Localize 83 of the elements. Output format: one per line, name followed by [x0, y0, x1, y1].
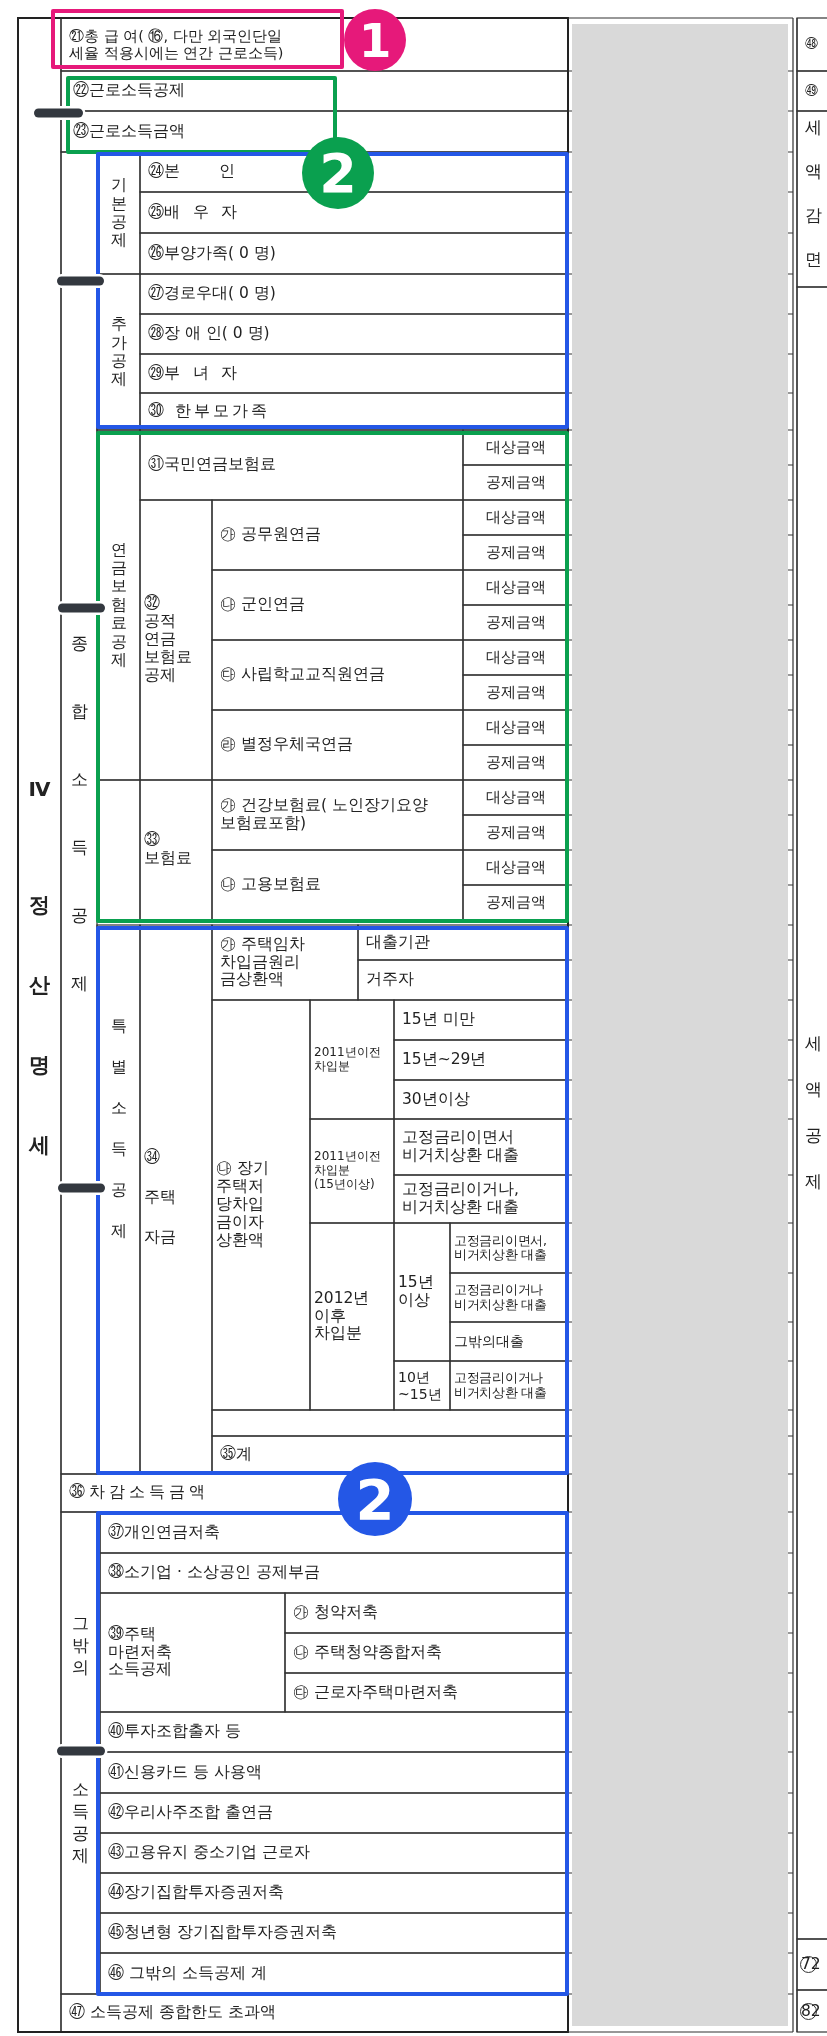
- column-label: 공제금액: [485, 684, 546, 701]
- field-label: ㉒근로소득공제: [73, 82, 185, 100]
- column-label: 대상금액: [485, 439, 546, 456]
- field-label: ㊷우리사주조합 출연금: [108, 1804, 273, 1822]
- section-number: Ⅳ: [28, 777, 51, 801]
- field-label: ㊺청년형 장기집합투자증권저축: [108, 1924, 337, 1942]
- field-label: ㉰ 근로자주택마련저축: [293, 1683, 458, 1702]
- field-label: 30년이상: [402, 1090, 470, 1109]
- field-label: ㊾: [805, 83, 818, 99]
- field-label: ㊽: [805, 37, 818, 52]
- field-label: ㉑총 급 여( ⑯, 다만 외국인단일 세율 적용시에는 연간 근로소득): [69, 27, 285, 62]
- field-label: 고정금리이거나 비거치상환 대출: [454, 1371, 548, 1400]
- field-label: ㊼ 소득공제 종합한도 초과액: [69, 2004, 276, 2022]
- column-label: 공제금액: [485, 894, 546, 911]
- field-label: ㊴주택 마련저축 소득공제: [108, 1625, 173, 1680]
- field-label: ㉯ 주택청약종합저축: [293, 1644, 442, 1662]
- field-label: ㉚ 한부모가족: [148, 402, 270, 421]
- vertical-heading: 종합소득공제: [70, 632, 88, 995]
- field-label: ㉗경로우대( 0 명): [148, 285, 276, 303]
- field-label: 그밖의대출: [454, 1333, 524, 1350]
- vertical-heading: 그 밖의: [72, 1612, 89, 1678]
- callout-number: 2: [355, 1466, 395, 1532]
- field-label: ㊸고용유지 중소기업 근로자: [108, 1844, 310, 1862]
- vertical-heading: 소득공제: [72, 1778, 89, 1866]
- field-label: ㉕배 우 자: [148, 203, 238, 222]
- field-label: 고정금리이면서 비거치상환 대출: [402, 1129, 520, 1165]
- field-label: ㉮ 건강보험료( 노인장기요양 보험료포함): [220, 797, 429, 833]
- vertical-heading: 추가공제: [110, 315, 127, 389]
- field-label: 2011년이전 차입분: [314, 1045, 382, 1074]
- field-label: ㉘장 애 인( 0 명): [148, 325, 270, 343]
- vertical-heading: 세액공제: [805, 1032, 822, 1193]
- field-label: ㊶신용카드 등 사용액: [108, 1763, 262, 1782]
- field-label: 고정금리이거나 비거치상환 대출: [454, 1283, 548, 1312]
- field-label: ㊱차감소득금액: [69, 1484, 209, 1502]
- field-label: ㉜ 공적 연금 보험료 공제: [144, 595, 192, 685]
- column-label: 공제금액: [485, 614, 546, 631]
- field-label: ㉞ 주택 자금: [144, 1147, 176, 1248]
- field-label: ㊲개인연금저축: [108, 1523, 220, 1542]
- field-label: ㉛국민연금보험료: [148, 456, 276, 474]
- column-label: 대상금액: [485, 579, 546, 596]
- field-label: ㉮ 공무원연금: [220, 526, 321, 544]
- field-label: ㊻ 그밖의 소득공제 계: [108, 1964, 267, 1983]
- field-label: 15년~29년: [402, 1051, 487, 1069]
- field-label: ㉯ 군인연금: [220, 596, 305, 614]
- field-label: ㊵투자조합출자 등: [108, 1723, 241, 1741]
- callout-number: 2: [319, 141, 357, 205]
- column-label: 공제금액: [485, 824, 546, 841]
- callout-number: 1: [358, 12, 392, 68]
- field-label: 2012년 이후 차입분: [314, 1289, 371, 1344]
- field-label: ㉯ 장기 주택저 당차입 금이자 상환액: [216, 1160, 270, 1250]
- shaded-column: [572, 24, 788, 2026]
- column-label: 공제금액: [485, 474, 546, 491]
- field-label: ㉓근로소득금액: [73, 122, 185, 141]
- vertical-heading: 정산명세: [29, 892, 50, 1159]
- column-label: 대상금액: [485, 719, 546, 736]
- field-label: ㉝ 보험료: [144, 832, 192, 868]
- field-label: 고정금리이면서, 비거치상환 대출: [454, 1233, 548, 1263]
- field-label: ㉱ 별정우체국연금: [220, 736, 353, 754]
- column-label: 공제금액: [485, 754, 546, 771]
- field-label: 고정금리이거나, 비거치상환 대출: [402, 1181, 520, 1217]
- field-label: 10년 ~15년: [398, 1369, 442, 1402]
- field-label: ㉮ 청약저축: [293, 1604, 378, 1622]
- field-label: 거주자: [366, 971, 414, 989]
- vertical-heading: 기본공제: [110, 176, 127, 250]
- field-label: 15년 이상: [398, 1274, 435, 1310]
- field-label: ㉔본 인: [148, 163, 236, 181]
- column-label: 대상금액: [485, 649, 546, 666]
- vertical-heading: 연금보험료공제: [110, 540, 127, 670]
- field-label: ㉮ 주택임차 차입금원리 금상환액: [220, 935, 306, 990]
- column-label: 대상금액: [485, 859, 546, 876]
- field-label: ㉙부 녀 자: [148, 364, 238, 383]
- field-label: ㉯ 고용보험료: [220, 876, 321, 894]
- column-label: 대상금액: [485, 509, 546, 526]
- vertical-heading: 세액감면: [805, 116, 822, 271]
- field-label: ㊹장기집합투자증권저축: [108, 1884, 284, 1902]
- column-label: 공제금액: [485, 544, 546, 561]
- column-label: 대상금액: [485, 789, 546, 806]
- field-label: 대출기관: [366, 933, 430, 952]
- vertical-heading: 특별소득공제: [110, 1015, 127, 1242]
- field-label: ㉟계: [220, 1446, 252, 1464]
- field-label: 15년 미만: [402, 1011, 475, 1029]
- field-label: ㉰ 사립학교교직원연금: [220, 666, 385, 684]
- field-label: 2011년이전 차입분 (15년이상): [314, 1150, 382, 1192]
